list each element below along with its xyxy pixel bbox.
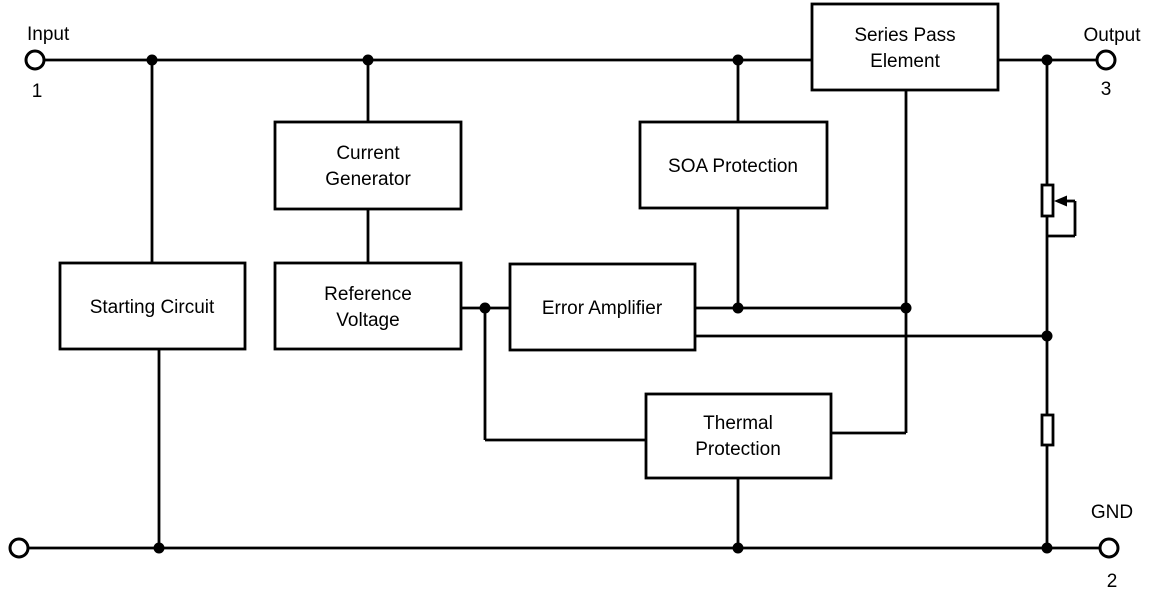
block-label: Element [870,51,940,72]
block-rect [273,120,463,211]
output-label: Output [1083,25,1141,46]
junction-dot [732,542,744,554]
block-series-pass-element: Series Pass Element [810,2,1000,92]
block-label: Current [336,143,400,164]
junction-dot [1041,330,1053,342]
terminal-input: Input 1 [24,24,70,102]
junction-dot [1041,542,1053,554]
block-rect [508,262,697,352]
terminal-bottom-left [8,537,30,559]
block-rect [810,2,1000,92]
block-label: Reference [324,284,412,305]
junction-dots [146,54,1053,554]
block-rect [273,261,463,351]
terminal-output: Output 3 [1083,25,1141,100]
gnd-terminal-icon [1098,537,1120,559]
gnd-label: GND [1091,502,1133,523]
block-label: SOA Protection [668,156,798,177]
block-reference-voltage: Reference Voltage [273,261,463,351]
gnd-pin-number: 2 [1107,571,1118,592]
junction-dot [479,302,491,314]
junction-dot [146,54,158,66]
block-soa-protection: SOA Protection [638,120,829,210]
block-label: Thermal [703,413,773,434]
wires [28,58,1100,550]
block-rect [58,261,247,351]
block-label: Error Amplifier [542,298,663,319]
resistor-body [1040,413,1055,447]
block-label: Generator [325,169,411,190]
bottom-left-terminal-icon [8,537,30,559]
junction-dot [732,302,744,314]
junction-dot [153,542,165,554]
block-label: Voltage [336,310,399,331]
terminal-gnd: GND 2 [1091,502,1133,592]
block-current-generator: Current Generator [273,120,463,211]
junction-dot [732,54,744,66]
output-terminal-icon [1095,49,1117,71]
wiper-arrow-icon [1054,195,1067,207]
input-terminal-icon [24,49,46,71]
junction-dot [900,302,912,314]
block-rect [638,120,829,210]
block-error-amplifier: Error Amplifier [508,262,697,352]
block-rect [644,392,833,480]
adjustable-resistor [1040,183,1067,218]
output-pin-number: 3 [1101,79,1112,100]
potentiometer-body [1040,183,1055,218]
junction-dot [362,54,374,66]
block-thermal-protection: Thermal Protection [644,392,833,480]
input-label: Input [27,24,70,45]
input-pin-number: 1 [32,81,43,102]
block-label: Starting Circuit [90,297,215,318]
block-starting-circuit: Starting Circuit [58,261,247,351]
block-label: Protection [695,439,781,460]
junction-dot [1041,54,1053,66]
block-label: Series Pass [854,25,955,46]
